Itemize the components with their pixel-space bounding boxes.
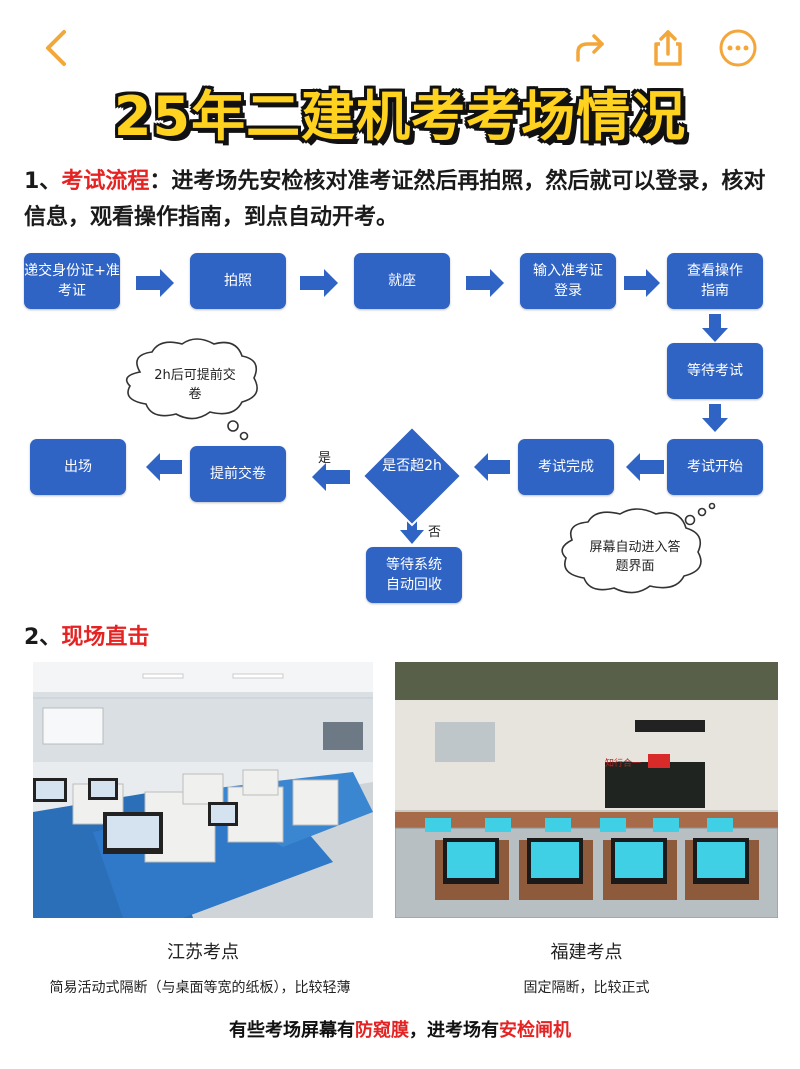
section1-colon: ： (149, 169, 172, 194)
jiangsu-title: 江苏考点 (167, 942, 239, 963)
flow-box-submit-id: 递交身份证+准考证 (24, 253, 120, 309)
page-title: 25年二建机考考场情况 (113, 85, 687, 148)
flow-box-seat: 就座 (354, 253, 450, 309)
more-icon[interactable] (716, 26, 760, 70)
section1-text: 进考场先安检核对准考证然后再拍照，然后就可以登录，核对信息，观看操作指南，到点自… (24, 169, 766, 230)
jiangsu-description: 简易活动式隔断（与桌面等宽的纸板），比较轻薄 (49, 980, 351, 996)
section2-number: 2、 (24, 625, 62, 650)
share-icon[interactable] (646, 26, 690, 70)
arrow-left (626, 453, 664, 481)
cloud-early-text: 2h后可提前交卷 (154, 368, 236, 402)
footer-note: 有些考场屏幕有防窥膜，进考场有安检闸机 (0, 1016, 800, 1042)
arrow-down (702, 314, 728, 342)
forward-icon[interactable] (568, 26, 612, 70)
flow-box-early-submit: 提前交卷 (190, 446, 286, 502)
flow-box-wait-system: 等待系统自动回收 (366, 547, 462, 603)
flow-box-guide: 查看操作指南 (667, 253, 763, 309)
arrow-right (300, 269, 338, 297)
top-bar (0, 0, 800, 90)
arrow-right (624, 269, 660, 297)
decision-label: 是否超2h (382, 458, 442, 474)
arrow-down (702, 404, 728, 432)
section1-number: 1、 (24, 169, 62, 194)
arrow-left (146, 453, 182, 481)
decision-diamond (361, 425, 463, 527)
thought-cloud (125, 338, 258, 441)
footer-text-2: ，进考场有 (409, 1020, 499, 1041)
no-label: 否 (428, 525, 442, 540)
footer-highlight-2: 安检闸机 (499, 1020, 571, 1041)
jiangsu-exam-room-photo (33, 662, 373, 918)
arrow-right (466, 269, 504, 297)
flow-box-wait-exam: 等待考试 (667, 343, 763, 399)
arrow-left (474, 453, 510, 481)
section2-title: 现场直击 (61, 625, 150, 650)
section2-heading: 2、现场直击 (24, 620, 784, 656)
fujian-description: 固定隔断，比较正式 (523, 980, 650, 996)
arrow-left (312, 463, 350, 491)
flow-box-exit: 出场 (30, 439, 126, 495)
yes-label: 是 (318, 451, 332, 466)
fujian-title: 福建考点 (550, 942, 623, 963)
flow-box-login: 输入准考证登录 (520, 253, 616, 309)
section1-heading: 考试流程 (61, 169, 150, 194)
cloud-screen-text: 屏幕自动进入答题界面 (589, 540, 681, 574)
footer-text-1: 有些考场屏幕有 (229, 1020, 355, 1041)
thought-cloud (561, 502, 716, 594)
flow-box-photo: 拍照 (190, 253, 286, 309)
back-icon[interactable] (34, 26, 78, 70)
footer-highlight-1: 防窥膜 (355, 1020, 409, 1041)
flowchart-diagram (125, 269, 728, 594)
section1-paragraph: 1、考试流程：进考场先安检核对准考证然后再拍照，然后就可以登录，核对信息，观看操… (24, 164, 784, 236)
flow-box-exam-done: 考试完成 (518, 439, 614, 495)
arrow-down (400, 518, 424, 544)
flow-box-exam-start: 考试开始 (667, 439, 763, 495)
banner-text: 知行合一 (605, 757, 641, 768)
arrow-right (136, 269, 174, 297)
fujian-exam-room-photo: 知行合一 (395, 662, 778, 918)
